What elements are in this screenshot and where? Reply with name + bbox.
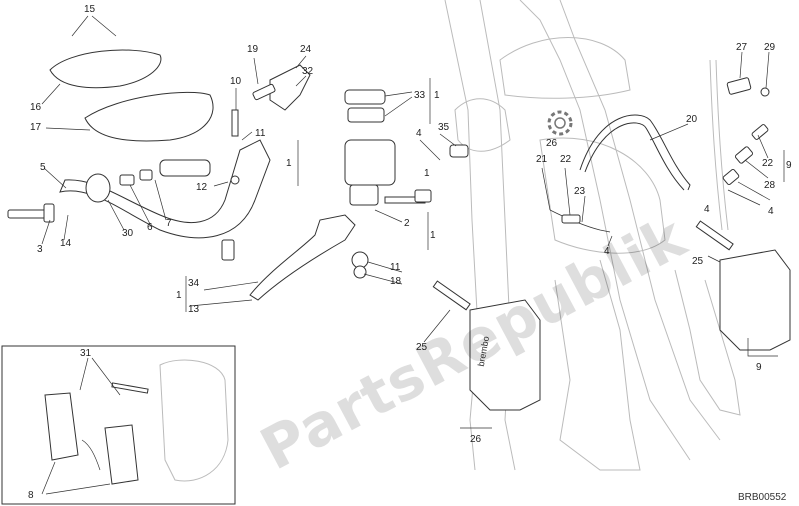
callout-1-guard: 1 <box>176 290 182 301</box>
callout-14: 14 <box>60 238 72 249</box>
callout-30: 30 <box>122 228 134 239</box>
brake-hose <box>549 114 691 233</box>
callout-28: 28 <box>764 180 776 191</box>
callout-31: 31 <box>80 348 92 359</box>
callout-22-right: 22 <box>762 158 774 169</box>
banjo-fittings <box>722 77 770 186</box>
callout-29: 29 <box>764 42 776 53</box>
callout-17: 17 <box>30 122 42 133</box>
callout-18: 18 <box>390 276 402 287</box>
callout-32: 32 <box>302 66 314 77</box>
callout-6: 6 <box>147 222 153 233</box>
callout-1-switch: 1 <box>424 168 430 179</box>
diagram-code: BRB00552 <box>738 492 787 503</box>
hand-guard-assembly <box>7 49 271 261</box>
callout-1-pivot: 1 <box>430 230 436 241</box>
callout-11-top: 11 <box>255 128 266 139</box>
callout-5: 5 <box>40 162 46 173</box>
callout-9-top: 9 <box>786 160 792 171</box>
callout-22-left: 22 <box>560 154 572 165</box>
callout-12: 12 <box>196 182 208 193</box>
brake-caliper-front-right <box>695 220 791 351</box>
brake-pads-inset <box>1 345 236 505</box>
group-brackets <box>185 78 785 429</box>
brake-caliper-front-left: brembo <box>432 280 541 411</box>
callout-4-master: 4 <box>416 128 422 139</box>
gear-icon <box>547 110 573 136</box>
callout-11-bottom: 11 <box>390 262 401 273</box>
callout-4-right-a: 4 <box>704 204 710 215</box>
callout-19: 19 <box>247 44 259 55</box>
callout-21: 21 <box>536 154 548 165</box>
callout-10: 10 <box>230 76 242 87</box>
callout-25-center: 25 <box>416 342 428 353</box>
callout-33: 33 <box>414 90 426 101</box>
callout-4-right-b: 4 <box>768 206 774 217</box>
callout-1-master: 1 <box>434 90 440 101</box>
brake-master-cylinder <box>249 64 469 301</box>
callout-24: 24 <box>300 44 312 55</box>
callout-7: 7 <box>166 218 172 229</box>
callout-20: 20 <box>686 114 698 125</box>
callout-4-hose: 4 <box>604 246 610 257</box>
callout-16: 16 <box>30 102 42 113</box>
leader-lines <box>41 15 771 495</box>
callout-34: 34 <box>188 278 200 289</box>
callout-26-top: 26 <box>546 138 558 149</box>
callout-2: 2 <box>404 218 410 229</box>
callout-26-bottom: 26 <box>470 434 482 445</box>
callout-23: 23 <box>574 186 586 197</box>
callout-1-lever: 1 <box>286 158 292 169</box>
callout-8: 8 <box>28 490 34 501</box>
callout-15: 15 <box>84 4 96 15</box>
callout-labels: 15 16 17 5 3 14 30 6 7 10 11 12 19 24 32… <box>28 4 792 501</box>
callout-3: 3 <box>37 244 43 255</box>
callout-13: 13 <box>188 304 200 315</box>
callout-9-bottom: 9 <box>756 362 762 373</box>
callout-25-right: 25 <box>692 256 704 267</box>
callout-35: 35 <box>438 122 450 133</box>
callout-27: 27 <box>736 42 748 53</box>
